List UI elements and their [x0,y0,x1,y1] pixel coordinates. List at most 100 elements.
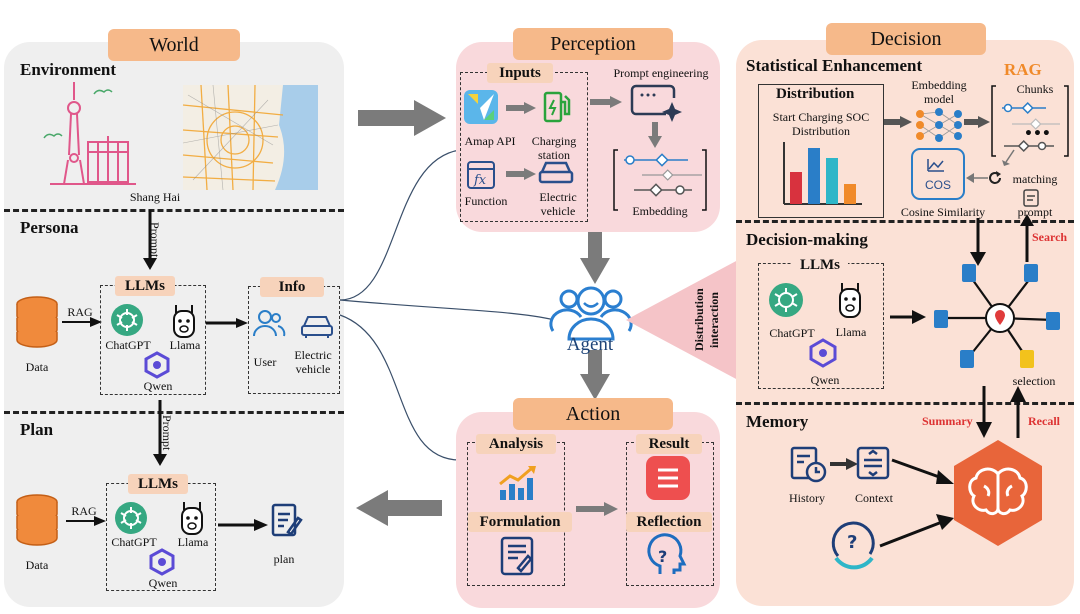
chunks-label: Chunks [1016,82,1054,96]
rag-label-2: RAG [71,504,97,518]
reflection-head-icon: ? [647,533,687,574]
soc-bar-4 [844,184,856,204]
world-separator-1 [4,209,344,212]
prompt-engineering-icon [630,84,682,122]
context-icon [856,446,890,480]
prompt-doc-icon [1023,189,1039,207]
chatgpt-label-2: ChatGPT [111,535,157,549]
llms-to-stations-arrow [890,310,926,324]
distribution-interaction-wedge [626,260,738,380]
qwen-icon-2 [149,548,175,576]
decision-separator-1 [736,220,1074,223]
qwen-label-2: Qwen [148,576,178,590]
amap-to-charging-arrow [506,102,536,114]
search-label: Search [1032,230,1068,244]
data-label-1: Data [25,360,49,374]
function-label: Function [464,194,508,208]
embedding-icon [613,149,707,211]
prompt-label-2: Prompt [160,415,174,451]
qwen-icon-1 [144,351,170,379]
plan-label: plan [273,552,295,566]
soc-label: Start Charging SOC Distribution [772,110,870,138]
rag-arrow-2 [66,516,106,526]
embedding-model-label: Embedding model [911,78,967,106]
prompt-label-1: Prompt [148,222,162,258]
database-icon-1 [16,296,58,348]
llama-icon-1 [173,305,195,338]
brain-icon [954,440,1042,546]
distribution-interaction-label: Distribution interaction [692,288,721,352]
charging-label: Charging station [531,134,577,162]
cos-to-stations-arrow [970,218,986,266]
analysis-to-result-arrow [576,502,618,516]
agent-to-action-arrow [580,350,610,400]
llama-label-2: Llama [177,535,209,549]
connector-lines [339,149,556,461]
matching-refresh-icon [989,171,1001,184]
svg-text:fx: fx [473,173,487,188]
amap-label: Amap API [464,134,516,148]
decision-title: Decision [826,23,986,55]
action-to-world-arrow [356,490,442,526]
info-title: Info [260,277,324,297]
chatgpt-icon-1 [111,304,143,336]
prompt-engineering-label: Prompt engineering [613,66,709,80]
prompt-arrow-2 [153,400,167,466]
decision-making-heading: Decision-making [746,230,868,249]
decision-separator-2 [736,402,1074,405]
chatgpt-label-3: ChatGPT [769,326,815,340]
ev-label-2: Electric vehicle [539,190,577,218]
context-to-brain-arrow [891,458,954,484]
history-icon [790,446,827,483]
charging-station-icon [543,91,571,123]
shanghai-map [182,84,318,191]
info-box [248,286,340,394]
soc-bar-chart [783,142,862,205]
plan-doc-icon [271,503,303,537]
reflection-memory-icon: ? [831,521,875,570]
station-5 [960,350,974,368]
formulation-doc-icon [500,536,534,576]
history-to-context-arrow [830,458,858,470]
selection-label: selection [1012,374,1056,388]
chatgpt-icon-2 [115,502,147,534]
perception-title: Perception [513,28,673,60]
llms-to-info-arrow [206,318,248,328]
summary-arrow [976,386,992,438]
matching-label: matching [1012,172,1058,186]
station-selected [1020,350,1034,368]
search-arrow [1020,214,1034,262]
qwen-icon-3 [809,338,837,368]
cos-text: COS [924,178,951,192]
svg-text:•••: ••• [1024,126,1051,142]
rag-arrow-1 [62,317,102,327]
world-separator-2 [4,411,344,414]
prompt-label-decision: prompt [1017,205,1053,219]
reflection-title: Reflection [626,512,712,532]
analysis-chart-icon [499,466,536,500]
recall-label: Recall [1028,414,1060,428]
svg-text:?: ? [658,547,667,566]
function-to-ev-arrow [506,168,536,180]
llama-label-3: Llama [835,325,867,339]
context-label: Context [855,491,893,505]
station-3 [934,310,948,328]
dist-to-model-arrow [884,116,912,128]
rag-label-1: RAG [67,305,93,319]
summary-label: Summary [922,414,973,428]
llama-icon-2 [181,502,203,535]
svg-text:?: ? [847,532,857,553]
analysis-title: Analysis [476,434,556,454]
inputs-to-prompt-arrow [590,96,622,108]
history-label: History [789,491,825,505]
decision-llms-title: LLMs [792,255,848,275]
user-label: User [253,355,277,369]
amap-icon [464,90,498,124]
world-to-perception-arrow [358,100,446,136]
prompt-arrow-1 [143,210,157,270]
data-label-2: Data [25,558,49,572]
cosine-similarity-label: Cosine Similarity [900,205,986,219]
llama-icon-3 [839,283,861,318]
chatgpt-label-1: ChatGPT [105,338,151,352]
matching-to-cos-arrow [966,173,988,183]
